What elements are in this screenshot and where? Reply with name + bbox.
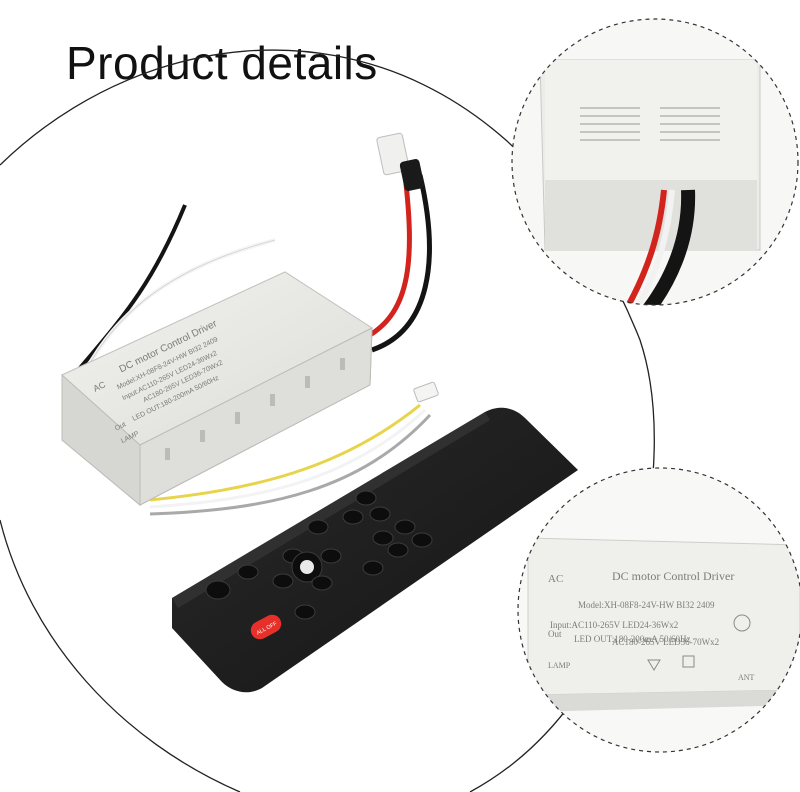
remote-button [320, 548, 342, 564]
remote-button [237, 564, 259, 580]
remote-button [372, 530, 394, 546]
remote-button [387, 542, 409, 558]
inset-ant-text: ANT [738, 673, 755, 682]
wire-red [368, 174, 412, 338]
inset-ledout-text: LED OUT:180-200mA 50/60Hz [574, 634, 691, 644]
wire-grey-bottom [149, 413, 432, 516]
remote-button [369, 506, 391, 522]
inset-input2-text: AC180-265V LED36-70Wx2 [612, 637, 719, 647]
inset-top-right-border [511, 18, 799, 306]
remote-button [394, 519, 416, 535]
inset-bottom-right: AC DC motor Control Driver Model:XH-08F8… [518, 468, 800, 752]
remote-button [411, 532, 433, 548]
remote-button [294, 604, 316, 620]
wire-white-left-outline [77, 239, 276, 386]
remote-button [342, 509, 364, 525]
remote-button [362, 560, 384, 576]
background-arc-left [0, 519, 241, 792]
driver-out-text: Out [114, 421, 127, 432]
wire-white-bottom [149, 408, 427, 509]
inset-warning-triangle [647, 659, 661, 671]
inset-wire-white [627, 189, 675, 305]
remote-button [311, 575, 333, 591]
remote-center-icon [300, 560, 314, 574]
inset-m-mark [733, 614, 751, 632]
wire-black-left [68, 204, 187, 382]
remote-button [205, 580, 231, 600]
power-button[interactable] [248, 612, 285, 643]
inset-ac-text: AC [548, 573, 563, 585]
page-title: Product details [66, 37, 378, 89]
inset-out-text: Out [548, 629, 562, 639]
inset-heading-text: DC motor Control Driver [612, 569, 734, 583]
inset-wire-black [634, 189, 696, 305]
remote-button [355, 490, 377, 506]
wire-black-right [371, 174, 432, 353]
inset-square-mark [682, 655, 695, 668]
remote-button [272, 573, 294, 589]
connector-black [399, 158, 425, 192]
wire-yellow-bottom [149, 403, 421, 502]
inset-input1-text: Input:AC110-265V LED24-36Wx2 [550, 620, 678, 630]
remote-control: ALL OFF [172, 407, 578, 693]
inset-top-right [512, 19, 798, 305]
inset-lamp-text: LAMP [548, 661, 571, 670]
connector-bottom [413, 381, 439, 403]
inset-model-text: Model:XH-08F8-24V-HW BI32 2409 [578, 600, 715, 610]
remote-button [307, 519, 329, 535]
driver-box: AC DC motor Control Driver Model:XH-08F8… [61, 271, 374, 507]
